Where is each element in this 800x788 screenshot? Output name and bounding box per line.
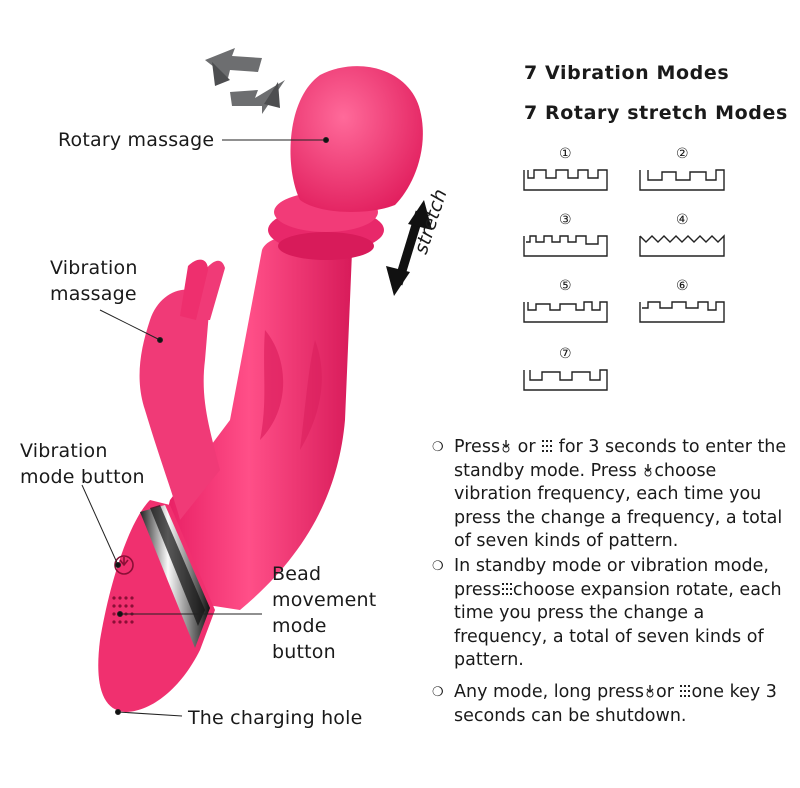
mode-pattern-4 — [639, 234, 725, 257]
vibration-button-icon — [644, 463, 652, 476]
instruction-text: In standby mode or vibration mode, press… — [454, 555, 794, 673]
label-line: mode — [272, 615, 327, 637]
label-vibration-massage: Vibration massage — [50, 255, 138, 307]
mode-pattern-1 — [523, 169, 608, 191]
label-line: Vibration — [50, 257, 138, 279]
bead-button-icon — [680, 685, 691, 697]
product-head — [290, 66, 423, 212]
instruction-part: Any mode, long press — [454, 682, 644, 702]
bullet-icon: ❍ — [432, 559, 444, 574]
instruction-part: Press — [454, 437, 501, 457]
leader-lines — [81, 137, 329, 717]
instruction-part: choose vibration frequency, each time yo… — [454, 460, 783, 552]
mode-pattern-3 — [523, 235, 608, 257]
vibration-button-icon — [646, 685, 654, 698]
rotate-arrows-icon — [205, 48, 285, 114]
mode-number-6: ⑥ — [676, 278, 689, 294]
label-bead-movement-button: Bead movement mode button — [272, 561, 376, 665]
mode-number-3: ③ — [559, 212, 572, 228]
instruction-text: Any mode, long press or one key 3 seconds… — [454, 681, 794, 728]
label-line: Vibration — [20, 440, 108, 462]
stretch-double-arrow-icon — [386, 200, 432, 296]
product-shaft — [165, 234, 352, 611]
instruction-part: for 3 seconds to enter the standby mode.… — [454, 437, 787, 481]
label-vibration-mode-button: Vibration mode button — [20, 438, 145, 490]
label-line: movement — [272, 589, 377, 611]
mode-number-7: ⑦ — [559, 346, 572, 362]
instruction-part: one key 3 seconds can be shutdown. — [454, 682, 777, 726]
bead-button-icon — [542, 440, 553, 452]
label-line: Bead — [272, 563, 322, 585]
instruction-part: In standby mode or vibration mode, press — [454, 556, 769, 600]
mode-number-5: ⑤ — [559, 278, 572, 294]
product-rabbit — [139, 289, 220, 520]
mode-pattern-5 — [523, 301, 608, 323]
label-rotary-massage: Rotary massage — [58, 129, 215, 151]
label-line: mode button — [20, 466, 145, 488]
mode-pattern-6 — [639, 301, 725, 323]
heading-rotary-modes: 7 Rotary stretch Modes — [524, 102, 788, 124]
label-line: button — [272, 641, 336, 663]
mode-number-1: ① — [559, 146, 572, 162]
instruction-part: or — [656, 682, 680, 702]
bead-button-icon — [501, 582, 512, 595]
mode-number-4: ④ — [676, 212, 689, 228]
instruction-text: Press or for 3 seconds to enter the stan… — [454, 436, 794, 554]
heading-vibration-modes: 7 Vibration Modes — [524, 62, 730, 84]
instruction-part: or — [512, 437, 542, 457]
instruction-part: choose expansion rotate, each time you p… — [454, 579, 782, 671]
label-charging-hole: The charging hole — [188, 707, 363, 729]
mode-pattern-7 — [523, 369, 608, 391]
label-line: massage — [50, 283, 137, 305]
mode-number-2: ② — [676, 146, 689, 162]
bullet-icon: ❍ — [432, 685, 444, 700]
vibration-button-icon — [502, 440, 510, 453]
mode-pattern-2 — [639, 169, 725, 191]
bullet-icon: ❍ — [432, 440, 444, 455]
